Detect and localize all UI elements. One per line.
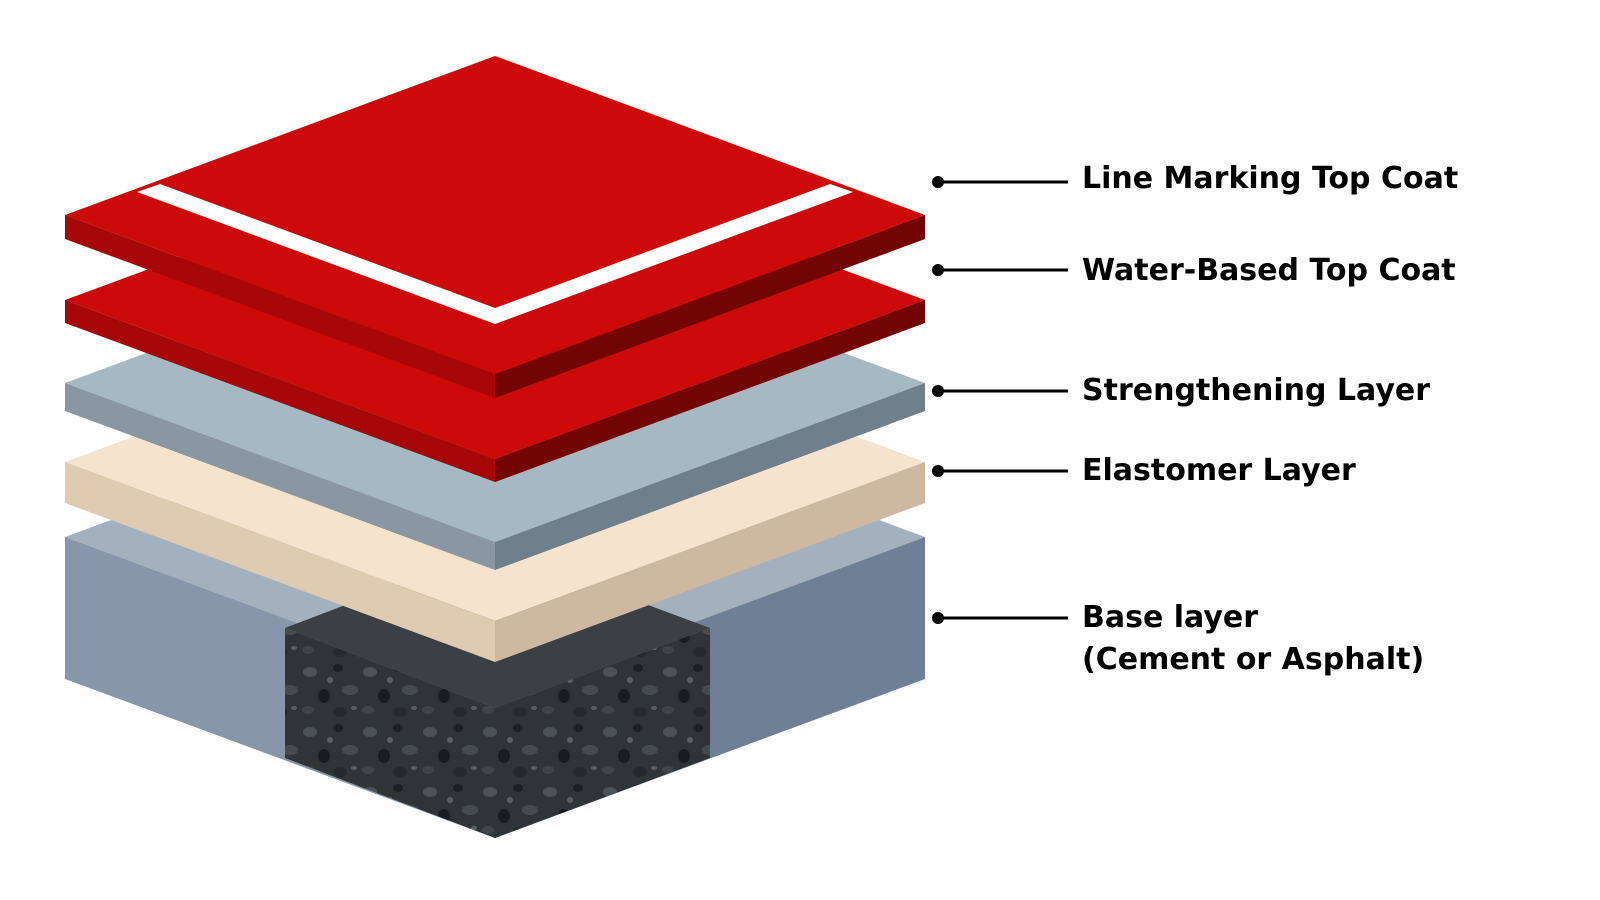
label-water-based-top-coat: Water-Based Top Coat — [1082, 253, 1456, 288]
leader-water-based — [932, 264, 1068, 276]
water-based-left-face — [65, 300, 495, 482]
label-elastomer-layer: Elastomer Layer — [1082, 453, 1356, 488]
leader-elastomer — [932, 465, 1068, 477]
water-based-right-face — [495, 300, 925, 482]
label-base-layer-line-1: Base layer — [1082, 600, 1259, 635]
elastomer-left-face — [65, 462, 495, 662]
line-marking-right-face — [495, 215, 925, 398]
line-marking-top-coat-slab — [65, 56, 925, 398]
asphalt-cutout-right — [495, 628, 710, 838]
elastomer-right-face — [495, 462, 925, 662]
asphalt-cutout-left — [285, 628, 495, 838]
label-base-layer: Base layer (Cement or Asphalt) — [1082, 597, 1424, 681]
strengthening-left-face — [65, 383, 495, 570]
leader-lines — [932, 176, 1068, 624]
label-strengthening-layer: Strengthening Layer — [1082, 373, 1431, 408]
leader-line-marking — [932, 176, 1068, 188]
leader-strengthening — [932, 385, 1068, 397]
label-line-marking-top-coat: Line Marking Top Coat — [1082, 161, 1459, 196]
leader-base — [932, 612, 1068, 624]
line-marking-left-face — [65, 215, 495, 398]
label-base-layer-line-2: (Cement or Asphalt) — [1082, 642, 1425, 677]
strengthening-right-face — [495, 383, 925, 570]
